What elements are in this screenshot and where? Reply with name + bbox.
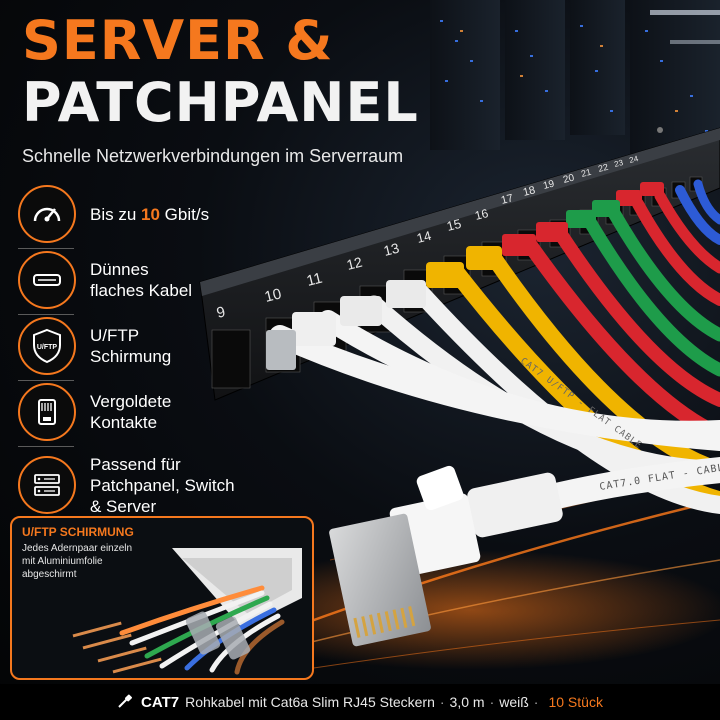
title-line-2: PATCHPANEL bbox=[22, 71, 419, 134]
port-number: 10 bbox=[263, 285, 283, 306]
subtitle: Schnelle Netzwerkverbindungen im Serverr… bbox=[22, 146, 404, 166]
category-label: CAT7 bbox=[141, 693, 180, 711]
speedometer-icon bbox=[18, 185, 76, 243]
feature-gold-contacts: Vergoldete Kontakte bbox=[18, 383, 268, 441]
divider bbox=[18, 380, 74, 381]
flat-cable-icon bbox=[18, 251, 76, 309]
feature-line: Passend für bbox=[90, 454, 181, 474]
shield-icon-label: U/FTP bbox=[37, 344, 58, 351]
feature-shielding-text: U/FTP Schirmung bbox=[90, 325, 171, 367]
pack-count: 10 Stück bbox=[548, 694, 603, 710]
plug-boots bbox=[266, 182, 664, 370]
inset-desc-line: Jedes Adernpaar einzeln bbox=[22, 543, 133, 554]
patch-cables bbox=[269, 179, 720, 514]
shielded-pairs-illustration bbox=[72, 548, 302, 675]
title-line-1: SERVER & bbox=[22, 9, 334, 72]
port-number: 12 bbox=[345, 254, 364, 273]
cable-length: 3,0 m bbox=[449, 694, 485, 710]
feature-line: Kontakte bbox=[90, 413, 158, 432]
port-number: 18 bbox=[522, 184, 537, 199]
rj45-connector bbox=[329, 457, 720, 647]
feature-line: Patchpanel, Switch bbox=[90, 475, 235, 495]
port-number: 13 bbox=[382, 240, 401, 259]
port-number: 11 bbox=[305, 270, 324, 290]
inset-description: Jedes Adernpaar einzeln mit Aluminiumfol… bbox=[22, 542, 172, 581]
feature-speed-value: 10 bbox=[141, 204, 160, 224]
feature-compatibility-text: Passend für Patchpanel, Switch & Server bbox=[90, 454, 235, 517]
feature-speed-prefix: Bis zu bbox=[90, 204, 142, 224]
port-number: 21 bbox=[580, 167, 592, 179]
port-number: 17 bbox=[500, 192, 515, 207]
server-rack-icon bbox=[18, 456, 76, 514]
separator: · bbox=[489, 694, 495, 710]
feature-line: Vergoldete bbox=[90, 392, 172, 411]
feature-shielding: U/FTP U/FTP Schirmung bbox=[18, 317, 268, 375]
connector-contacts-icon bbox=[18, 383, 76, 441]
inset-desc-line: abgeschirmt bbox=[22, 569, 77, 580]
feature-gold-contacts-text: Vergoldete Kontakte bbox=[90, 391, 171, 433]
feature-speed-text: Bis zu 10 Gbit/s bbox=[90, 204, 209, 225]
port-number: 16 bbox=[473, 206, 490, 223]
shield-icon: U/FTP bbox=[18, 317, 76, 375]
port-number: 9 bbox=[215, 303, 227, 322]
inset-title: U/FTP SCHIRMUNG bbox=[22, 525, 134, 539]
shielding-inset: U/FTP SCHIRMUNG Jedes Adernpaar einzeln … bbox=[10, 516, 314, 680]
feature-flat-cable-text: Dünnes flaches Kabel bbox=[90, 259, 192, 301]
separator: · bbox=[439, 694, 445, 710]
port-numbers: 9 10 11 12 13 14 15 16 17 18 19 20 21 22… bbox=[215, 154, 640, 322]
port-number: 14 bbox=[415, 228, 433, 246]
divider bbox=[18, 248, 74, 249]
feature-line: flaches Kabel bbox=[90, 281, 193, 300]
feature-line: Dünnes bbox=[90, 260, 149, 279]
feature-speed: Bis zu 10 Gbit/s bbox=[18, 185, 268, 243]
port-number: 23 bbox=[613, 158, 624, 169]
inset-desc-line: mit Aluminiumfolie bbox=[22, 556, 103, 567]
feature-line: & Server bbox=[90, 496, 157, 516]
feature-line: Schirmung bbox=[90, 347, 172, 366]
divider bbox=[18, 314, 74, 315]
port-number: 15 bbox=[445, 216, 463, 234]
feature-flat-cable: Dünnes flaches Kabel bbox=[18, 251, 268, 309]
port-number: 22 bbox=[597, 162, 609, 174]
cable-icon bbox=[117, 693, 133, 712]
separator: · bbox=[533, 694, 539, 710]
feature-compatibility: Passend für Patchpanel, Switch & Server bbox=[18, 450, 268, 520]
port-number: 24 bbox=[628, 154, 639, 165]
feature-speed-unit: Gbit/s bbox=[159, 204, 210, 224]
port-number: 19 bbox=[542, 178, 556, 191]
divider bbox=[18, 446, 74, 447]
port-number: 20 bbox=[562, 172, 576, 185]
product-description: Rohkabel mit Cat6a Slim RJ45 Steckern bbox=[185, 694, 435, 710]
feature-line: U/FTP bbox=[90, 326, 140, 345]
cable-color: weiß bbox=[499, 694, 529, 710]
product-summary-bar: CAT7 Rohkabel mit Cat6a Slim RJ45 Stecke… bbox=[0, 684, 720, 720]
